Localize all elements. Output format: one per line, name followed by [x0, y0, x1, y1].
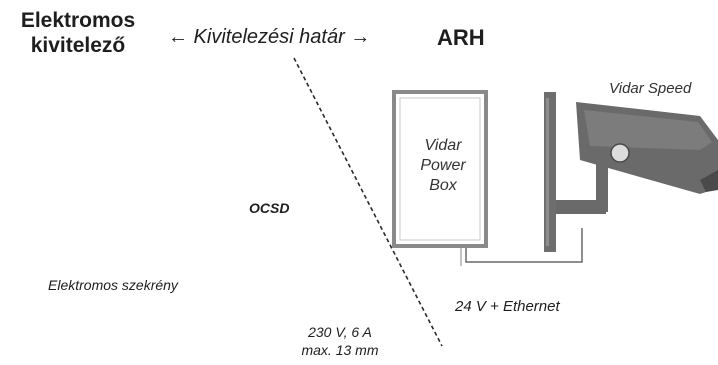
cable-line: [465, 228, 583, 263]
contractor-heading-line2: kivitelező: [30, 34, 126, 57]
power-box-label-line2: Power: [420, 157, 466, 174]
power-spec-line2: max. 13 mm: [301, 342, 379, 358]
mounting-pole-icon: [544, 92, 608, 252]
power-box-label-line1: Vidar: [424, 137, 462, 154]
cable-label: 24 V + Ethernet: [455, 298, 560, 315]
power-box-label: Vidar Power Box: [402, 136, 484, 196]
power-box-inner: [399, 97, 481, 241]
arh-heading: ARH: [437, 25, 485, 50]
power-box-label-line3: Box: [429, 177, 457, 194]
power-spec-label: 230 V, 6 A max. 13 mm: [290, 323, 390, 359]
power-spec-line1: 230 V, 6 A: [308, 324, 372, 340]
cabinet-label: Elektromos szekrény: [48, 277, 178, 293]
speed-camera-icon: [576, 102, 718, 194]
boundary-heading: ← Kivitelezési határ →: [168, 26, 371, 48]
contractor-heading-line1: Elektromos: [20, 9, 136, 32]
contractor-heading: Elektromos kivitelező: [8, 8, 148, 58]
ocsd-label: OCSD: [249, 200, 290, 216]
power-box: [392, 90, 488, 248]
boundary-dashed-line: [293, 57, 443, 347]
product-label: Vidar Speed: [609, 80, 692, 97]
